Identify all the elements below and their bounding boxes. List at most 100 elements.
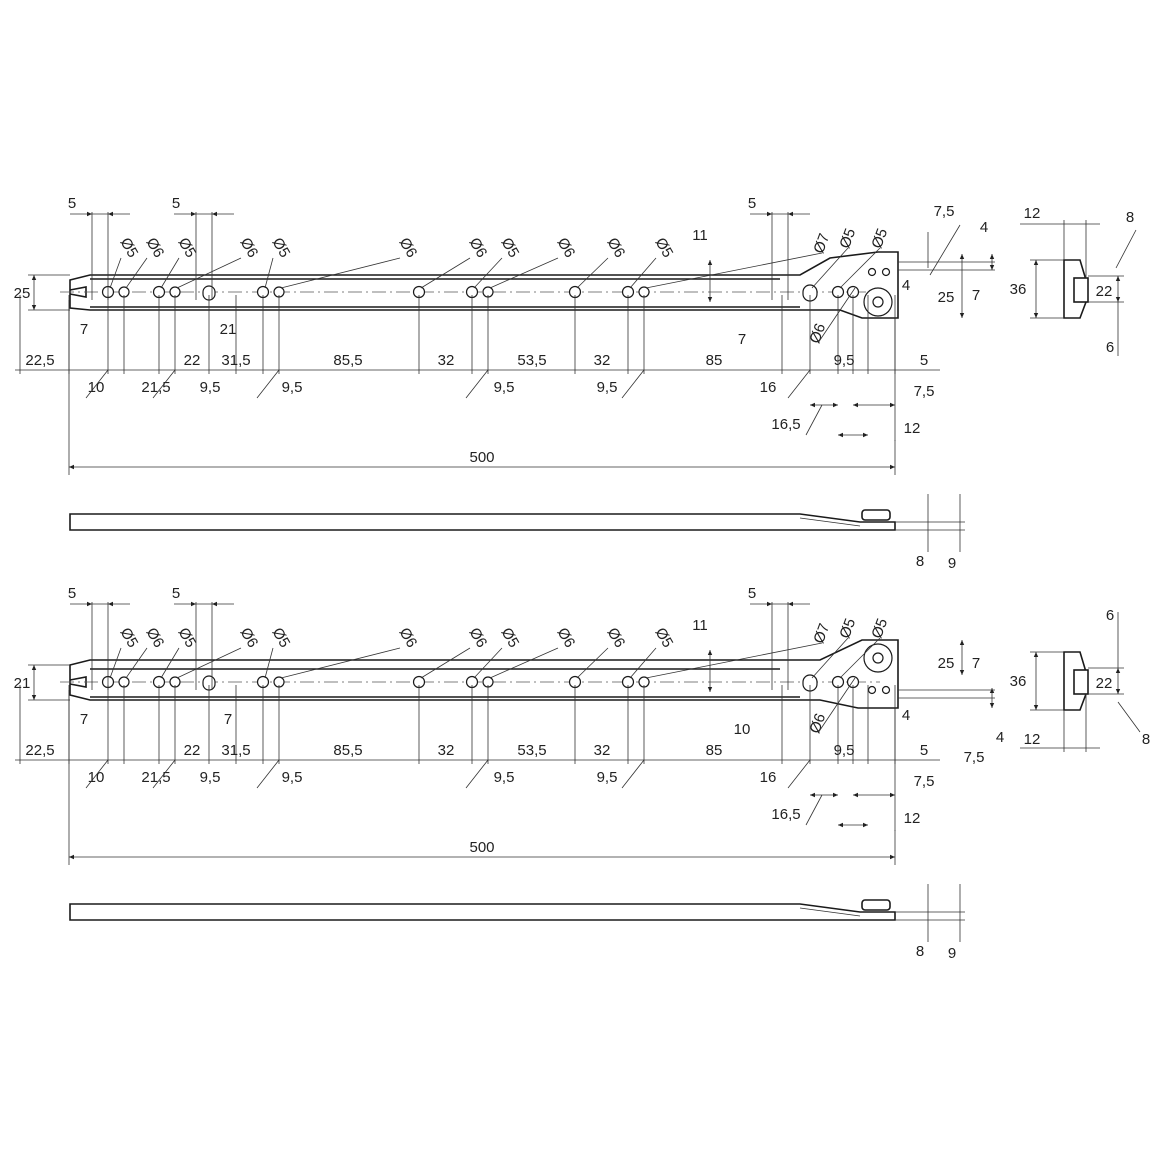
hole-leader — [629, 257, 657, 289]
hole-diameter-label: Ø5 — [498, 235, 523, 261]
hole-leader — [645, 642, 823, 679]
hole-leader — [839, 637, 881, 679]
dimension-label: 7 — [80, 321, 88, 338]
dimension-arrow — [212, 601, 217, 607]
dimension-label: 21 — [14, 675, 31, 692]
dimension-arrow — [853, 792, 858, 798]
dimension-arrow — [108, 601, 113, 607]
dimension-label: 9 — [948, 555, 956, 572]
dimension-label: 36 — [1010, 673, 1027, 690]
dimension-line — [621, 759, 645, 789]
hole-leader — [629, 647, 657, 679]
dimension-arrow — [191, 211, 196, 217]
dimension-arrow — [788, 211, 793, 217]
chain-dimension-label: 9,5 — [200, 379, 221, 396]
dimension-label: 4 — [902, 707, 910, 724]
mounting-hole — [867, 685, 877, 695]
dimension-arrow — [1115, 297, 1121, 302]
dimension-label: 36 — [1010, 281, 1027, 298]
dimension-label: 5 — [68, 585, 76, 602]
dimension-arrow — [833, 792, 838, 798]
hole-diameter-label: Ø6 — [237, 625, 262, 651]
mounting-hole — [881, 685, 891, 695]
dimension-arrow — [853, 402, 858, 408]
dimension-label: 4 — [980, 219, 988, 236]
hole-diameter-label: Ø6 — [143, 625, 168, 651]
dimension-arrow — [212, 211, 217, 217]
hole-leader — [473, 257, 503, 289]
dimension-arrow — [959, 670, 965, 675]
hole-leader — [420, 647, 471, 679]
dimension-arrow — [863, 822, 868, 828]
dimension-label: 8 — [916, 553, 924, 570]
dimension-label: 7,5 — [934, 203, 955, 220]
dimension-arrow — [707, 687, 713, 692]
chain-dimension-label: 10 — [88, 769, 105, 786]
overall-length-label: 500 — [469, 449, 494, 466]
dimension-arrow — [959, 313, 965, 318]
dimension-arrow — [890, 402, 895, 408]
hole-diameter-label: Ø5 — [652, 625, 677, 651]
dimension-label: 4 — [902, 277, 910, 294]
chain-dimension-label: 32 — [438, 742, 455, 759]
hole-leader — [176, 257, 242, 289]
hole-leader — [176, 647, 242, 679]
chain-dimension-label: 31,5 — [221, 742, 250, 759]
dimension-label: 8 — [1142, 731, 1150, 748]
hole-diameter-label: Ø5 — [117, 235, 142, 261]
hole-diameter-label: Ø6 — [604, 625, 629, 651]
chain-dimension-label: 9,5 — [494, 379, 515, 396]
chain-dimension-label: 9,5 — [282, 769, 303, 786]
dimension-arrow — [707, 297, 713, 302]
chain-dimension-label: 12 — [904, 420, 921, 437]
roller-side — [861, 509, 891, 521]
chain-dimension-label: 85 — [706, 352, 723, 369]
roller-axle — [872, 296, 884, 308]
hole-diameter-label: Ø5 — [652, 235, 677, 261]
chain-dimension-label: 9,5 — [494, 769, 515, 786]
dimension-arrow — [810, 792, 815, 798]
dimension-label: 6 — [1106, 339, 1114, 356]
dimension-arrow — [959, 640, 965, 645]
dimension-arrow — [767, 211, 772, 217]
dimension-arrow — [1033, 260, 1039, 265]
hole-diameter-label: Ø6 — [806, 711, 829, 736]
dimension-line — [621, 369, 645, 399]
hole-leader — [160, 257, 180, 289]
dimension-arrow — [989, 703, 995, 708]
hole-diameter-label: Ø5 — [868, 616, 891, 641]
dimension-arrow — [890, 854, 895, 860]
dimension-line — [152, 759, 176, 789]
dimension-arrow — [191, 601, 196, 607]
hole-diameter-label: Ø7 — [810, 231, 833, 256]
dimension-label: 6 — [1106, 607, 1114, 624]
dimension-arrow — [838, 432, 843, 438]
hole-diameter-label: Ø6 — [466, 625, 491, 651]
roller-side — [861, 899, 891, 911]
dimension-arrow — [69, 854, 74, 860]
dimension-label: 25 — [938, 655, 955, 672]
dimension-arrow — [788, 601, 793, 607]
hole-leader — [420, 257, 471, 289]
dimension-label: 9 — [948, 945, 956, 962]
dimension-label: 7 — [972, 655, 980, 672]
rail-body — [69, 251, 899, 319]
dimension-arrow — [1115, 276, 1121, 281]
hole-leader — [280, 647, 401, 679]
dimension-label: 12 — [1024, 205, 1041, 222]
hole-leader — [811, 247, 849, 289]
dimension-arrow — [959, 254, 965, 259]
dimension-line — [256, 759, 280, 789]
dimension-arrow — [31, 305, 37, 310]
chain-dimension-label: 21,5 — [141, 379, 170, 396]
dimension-line — [1117, 701, 1141, 733]
chain-dimension-label: 31,5 — [221, 352, 250, 369]
hole-diameter-label: Ø6 — [466, 235, 491, 261]
dimension-line — [929, 224, 961, 276]
